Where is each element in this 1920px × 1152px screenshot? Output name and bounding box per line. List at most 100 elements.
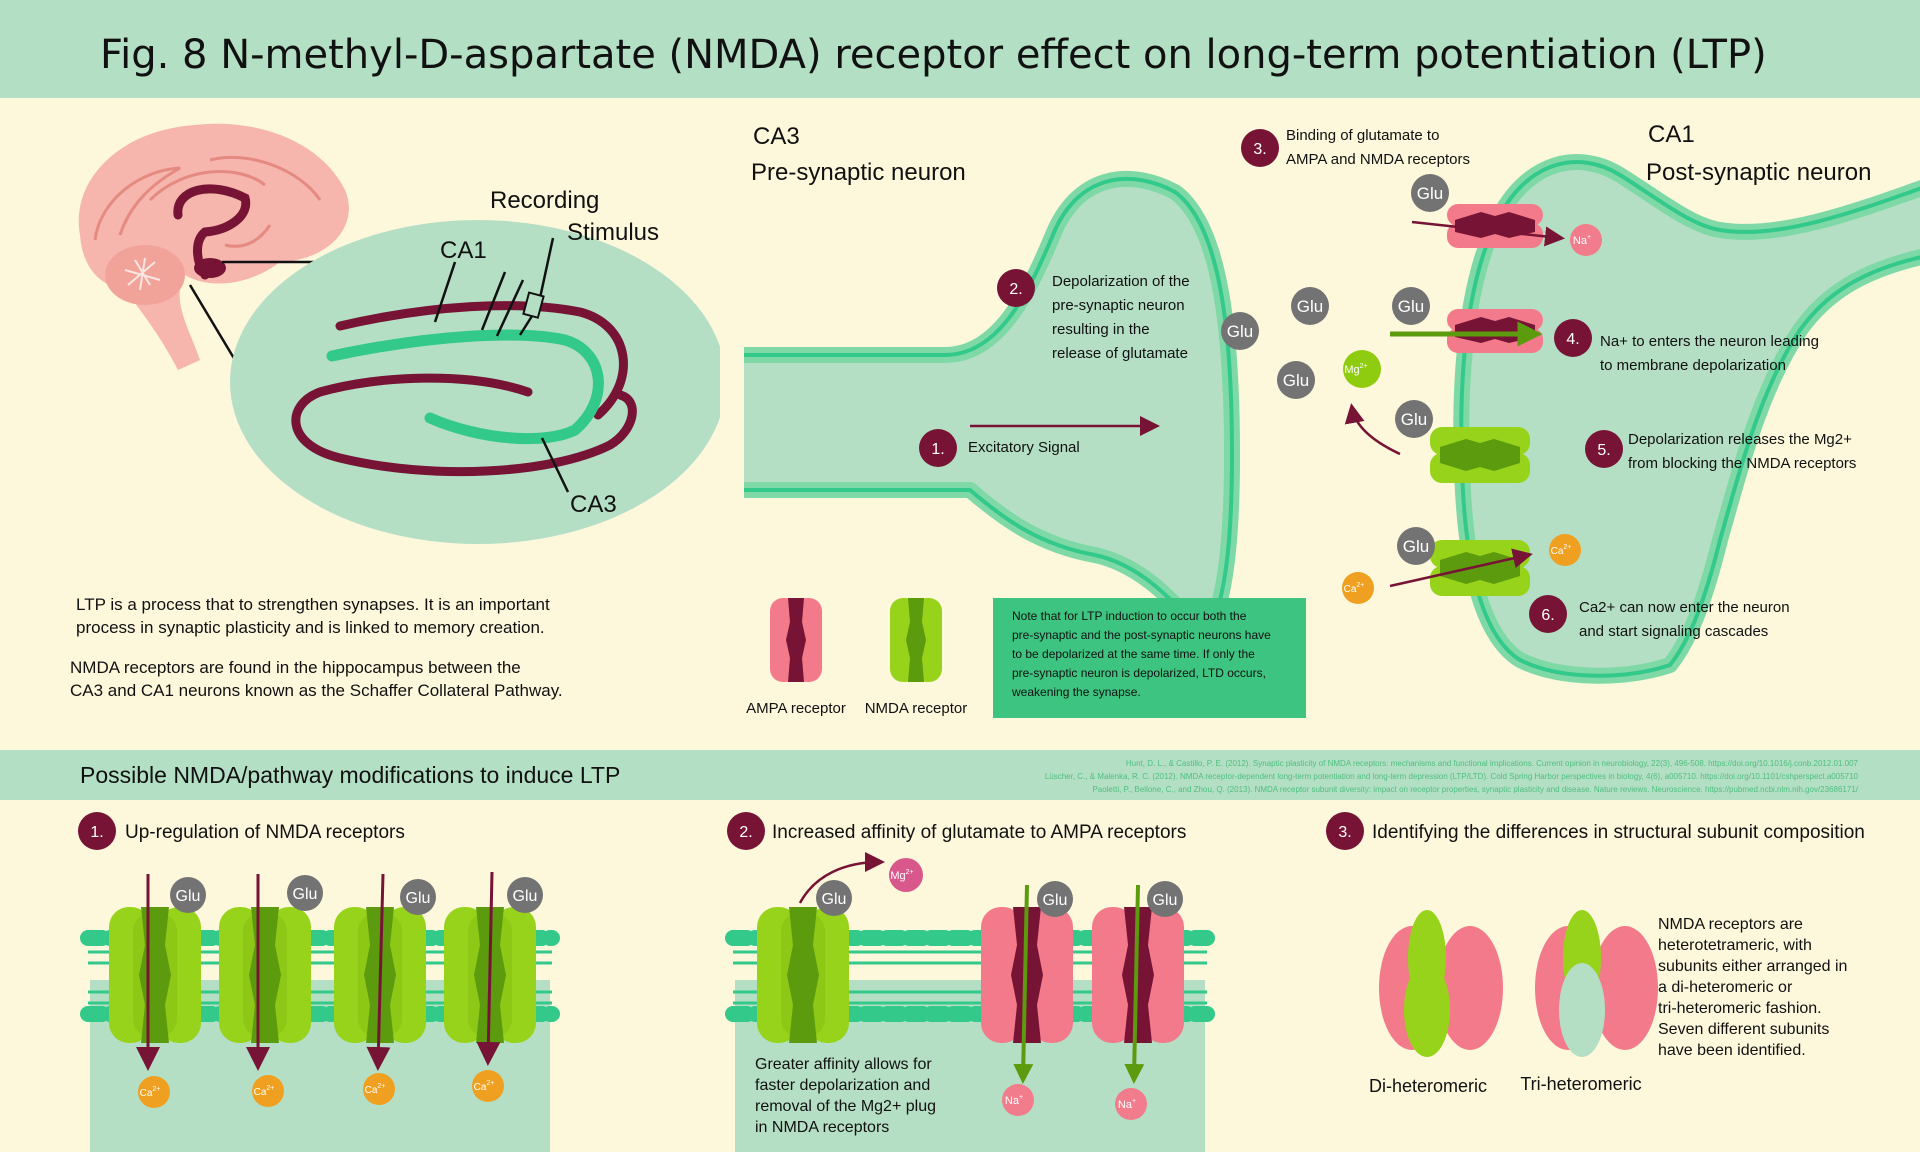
na-charge: +: [1019, 1094, 1023, 1101]
glu-molecule: Glu: [287, 875, 323, 911]
brain-illustration: [78, 123, 349, 371]
svg-text:Mg2+: Mg2+: [890, 869, 913, 882]
desc-line: subunits either arranged in: [1658, 958, 1847, 975]
desc-line: LTP is a process that to strengthen syna…: [76, 595, 550, 614]
na-label: Na: [1573, 235, 1588, 247]
ca-label: Ca: [254, 1087, 267, 1098]
svg-text:Ca2+: Ca2+: [365, 1083, 386, 1096]
na-charge: +: [1132, 1098, 1136, 1105]
svg-text:Mg2+: Mg2+: [1344, 363, 1367, 376]
na-label: Na: [1118, 1099, 1133, 1111]
step-text: Na+ to enters the neuron leading: [1600, 333, 1819, 350]
note-line: to be depolarized at the same time. If o…: [1012, 647, 1255, 661]
mod-2-heading: 2. Increased affinity of glutamate to AM…: [727, 812, 1186, 850]
glu-label: Glu: [513, 888, 538, 905]
glu-label: Glu: [1401, 410, 1427, 429]
na-ion: Na+: [1570, 224, 1602, 256]
glu-label: Glu: [1417, 184, 1443, 203]
ampa-receptor: [1447, 204, 1543, 248]
step-text: resulting in the: [1052, 321, 1150, 338]
step-number: 4.: [1566, 331, 1579, 348]
mod-label: Increased affinity of glutamate to AMPA …: [772, 822, 1186, 843]
glu-molecule: Glu: [1411, 174, 1449, 212]
ca1-post-label: CA1: [1648, 121, 1695, 148]
step-number: 6.: [1541, 607, 1554, 624]
page-title: Fig. 8 N-methyl-D-aspartate (NMDA) recep…: [100, 32, 1767, 78]
step-5: 5. Depolarization releases the Mg2+ from…: [1585, 430, 1856, 472]
desc-line: in NMDA receptors: [755, 1119, 889, 1136]
step-number: 1.: [931, 441, 944, 458]
hippocampus-pathways: [291, 301, 637, 477]
step-text: to membrane depolarization: [1600, 357, 1786, 374]
step-4: 4. Na+ to enters the neuron leading to m…: [1554, 319, 1819, 374]
glu-label: Glu: [1297, 297, 1323, 316]
desc-line: heterotetrameric, with: [1658, 937, 1812, 954]
mod-label: Up-regulation of NMDA receptors: [125, 822, 405, 843]
bottom-title: Possible NMDA/pathway modifications to i…: [80, 762, 620, 788]
glutamate-molecules: Glu Glu Glu Glu Glu Glu Glu: [1221, 174, 1449, 565]
affinity-description: Greater affinity allows for faster depol…: [755, 1056, 936, 1136]
note-line: Note that for LTP induction to occur bot…: [1012, 609, 1247, 623]
svg-text:Ca2+: Ca2+: [254, 1085, 275, 1098]
note-line: weakening the synapse.: [1011, 685, 1141, 699]
ca-ion: Ca2+: [363, 1073, 395, 1105]
ca-charge: 2+: [1356, 582, 1364, 589]
ca-charge: 2+: [152, 1086, 160, 1093]
step-text: from blocking the NMDA receptors: [1628, 455, 1856, 472]
desc-line: faster depolarization and: [755, 1077, 930, 1094]
svg-text:Na+: Na+: [1005, 1094, 1023, 1107]
stimulus-label: Stimulus: [567, 219, 659, 246]
step-number: 5.: [1597, 442, 1610, 459]
na-ion: Na+: [1115, 1088, 1147, 1120]
step-text: and start signaling cascades: [1579, 623, 1768, 640]
glu-molecule: Glu: [1392, 287, 1430, 325]
reference: Lüscher, C., & Malenka, R. C. (2012). NM…: [1045, 772, 1859, 781]
ca-label: Ca: [1344, 584, 1357, 595]
nmda-receptor: [219, 907, 311, 1043]
ca-label: Ca: [365, 1085, 378, 1096]
desc-line: tri-heteromeric fashion.: [1658, 1000, 1822, 1017]
na-charge: +: [1587, 234, 1591, 241]
ca-influx-arrows: [136, 871, 501, 1071]
step-text: Depolarization of the: [1052, 273, 1190, 290]
glu-molecule: Glu: [1395, 400, 1433, 438]
glu-molecule: Glu: [1037, 881, 1073, 917]
pre-synaptic-label: Pre-synaptic neuron: [751, 159, 966, 186]
svg-text:Na+: Na+: [1118, 1098, 1136, 1111]
step-text: Excitatory Signal: [968, 439, 1080, 456]
ltp-description: LTP is a process that to strengthen syna…: [70, 595, 563, 700]
mg-charge: 2+: [906, 869, 914, 876]
step-text: Depolarization releases the Mg2+: [1628, 431, 1852, 448]
glu-molecule: Glu: [1147, 881, 1183, 917]
note-text: Note that for LTP induction to occur bot…: [1011, 609, 1271, 699]
nmda-receptor: [757, 907, 849, 1043]
ca3-label: CA3: [570, 491, 617, 518]
mg-charge: 2+: [1360, 363, 1368, 370]
ampa-receptor: [1447, 309, 1543, 353]
tri-heteromeric-receptor: [1535, 910, 1658, 1057]
desc-line: removal of the Mg2+ plug: [755, 1098, 936, 1115]
legend-nmda-label: NMDA receptor: [865, 700, 968, 717]
glu-molecule: Glu: [1221, 312, 1259, 350]
desc-line: have been identified.: [1658, 1042, 1806, 1059]
glu-label: Glu: [822, 891, 847, 908]
step-text: Binding of glutamate to: [1286, 127, 1439, 144]
glu-molecule: Glu: [170, 877, 206, 913]
glu-molecule: Glu: [1397, 527, 1435, 565]
mg-ion: Mg2+: [889, 858, 923, 892]
step-6: 6. Ca2+ can now enter the neuron and sta…: [1529, 595, 1790, 640]
ca-ion: Ca2+: [1342, 572, 1374, 604]
na-label: Na: [1005, 1095, 1020, 1107]
ca-charge: 2+: [1563, 544, 1571, 551]
mod-number: 3.: [1338, 824, 1351, 841]
note-box: [993, 598, 1306, 718]
ca-label: Ca: [140, 1088, 153, 1099]
svg-text:Ca2+: Ca2+: [1551, 544, 1572, 557]
legend-ampa-icon: [770, 598, 822, 682]
reference: Hunt, D. L., & Castillo, P. E. (2012). S…: [1126, 759, 1859, 768]
desc-line: NMDA receptors are: [1658, 916, 1803, 933]
step-1: 1. Excitatory Signal: [919, 429, 1080, 467]
mod-3-heading: 3. Identifying the differences in struct…: [1326, 812, 1865, 850]
